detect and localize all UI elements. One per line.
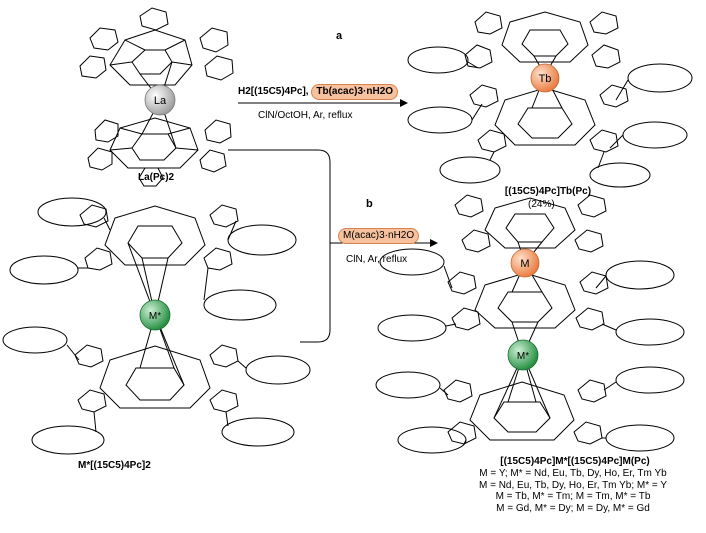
step-b-reagents: M(acac)3·nH2O — [338, 228, 420, 244]
tb-sphere — [530, 63, 560, 93]
m-star-sphere-right — [507, 339, 539, 371]
m-star-pc2-structure — [2, 197, 311, 455]
m-star-pc2-name: M*[(15C5)4Pc]2 — [78, 460, 151, 471]
step-b-metal-salt: M(acac)3·nH2O — [338, 228, 420, 244]
tb-label: Tb — [539, 73, 552, 85]
m-label: M — [520, 258, 529, 270]
arrow-a — [238, 99, 408, 107]
metal-combination-line: M = Gd, M* = Dy; M = Dy, M* = Gd — [496, 502, 650, 514]
metal-combination-list: M = Y; M* = Nd, Eu, Tb, Dy, Ho, Er, Tm Y… — [440, 468, 706, 514]
tb-product-yield: (24%) — [528, 199, 555, 210]
tb-product-name: [(15C5)4Pc]Tb(Pc) — [504, 186, 592, 197]
metal-combination-line: M = Y; M* = Nd, Eu, Tb, Dy, Ho, Er, Tm Y… — [479, 468, 667, 479]
metal-combination-line: M = Tb, M* = Tm; M = Tm, M* = Tb — [495, 491, 651, 503]
la-label: La — [154, 95, 167, 107]
bracket-b — [228, 149, 438, 343]
step-a-letter: a — [336, 30, 343, 42]
m-star-sphere-left — [139, 299, 171, 331]
triple-decker-name: [(15C5)4Pc]M*[(15C5)4Pc]M(Pc) — [500, 456, 650, 467]
tb-product-structure — [407, 11, 693, 188]
la-pc2-name: La(Pc)2 — [138, 172, 175, 183]
m-star-label-right: M* — [517, 351, 529, 362]
metal-combination-line: M = Nd, Eu, Tb, Dy, Ho, Er, Tm Yb; M* = … — [478, 479, 668, 491]
step-a-ligand: H2[(15C5)4Pc], — [238, 86, 312, 97]
la-sphere — [144, 84, 176, 116]
m-sphere — [510, 248, 540, 278]
step-b-conditions: ClN, Ar, reflux — [346, 254, 408, 265]
la-pc2-structure — [79, 7, 234, 187]
step-a-reagents: H2[(15C5)4Pc], Tb(acac)3·nH2O — [238, 84, 399, 100]
step-a-conditions: ClN/OctOH, Ar, reflux — [258, 110, 353, 121]
m-star-label-left: M* — [149, 311, 161, 322]
step-a-metal-salt: Tb(acac)3·nH2O — [311, 84, 399, 100]
triple-decker-structure — [375, 194, 685, 454]
step-b-letter: b — [366, 198, 373, 210]
